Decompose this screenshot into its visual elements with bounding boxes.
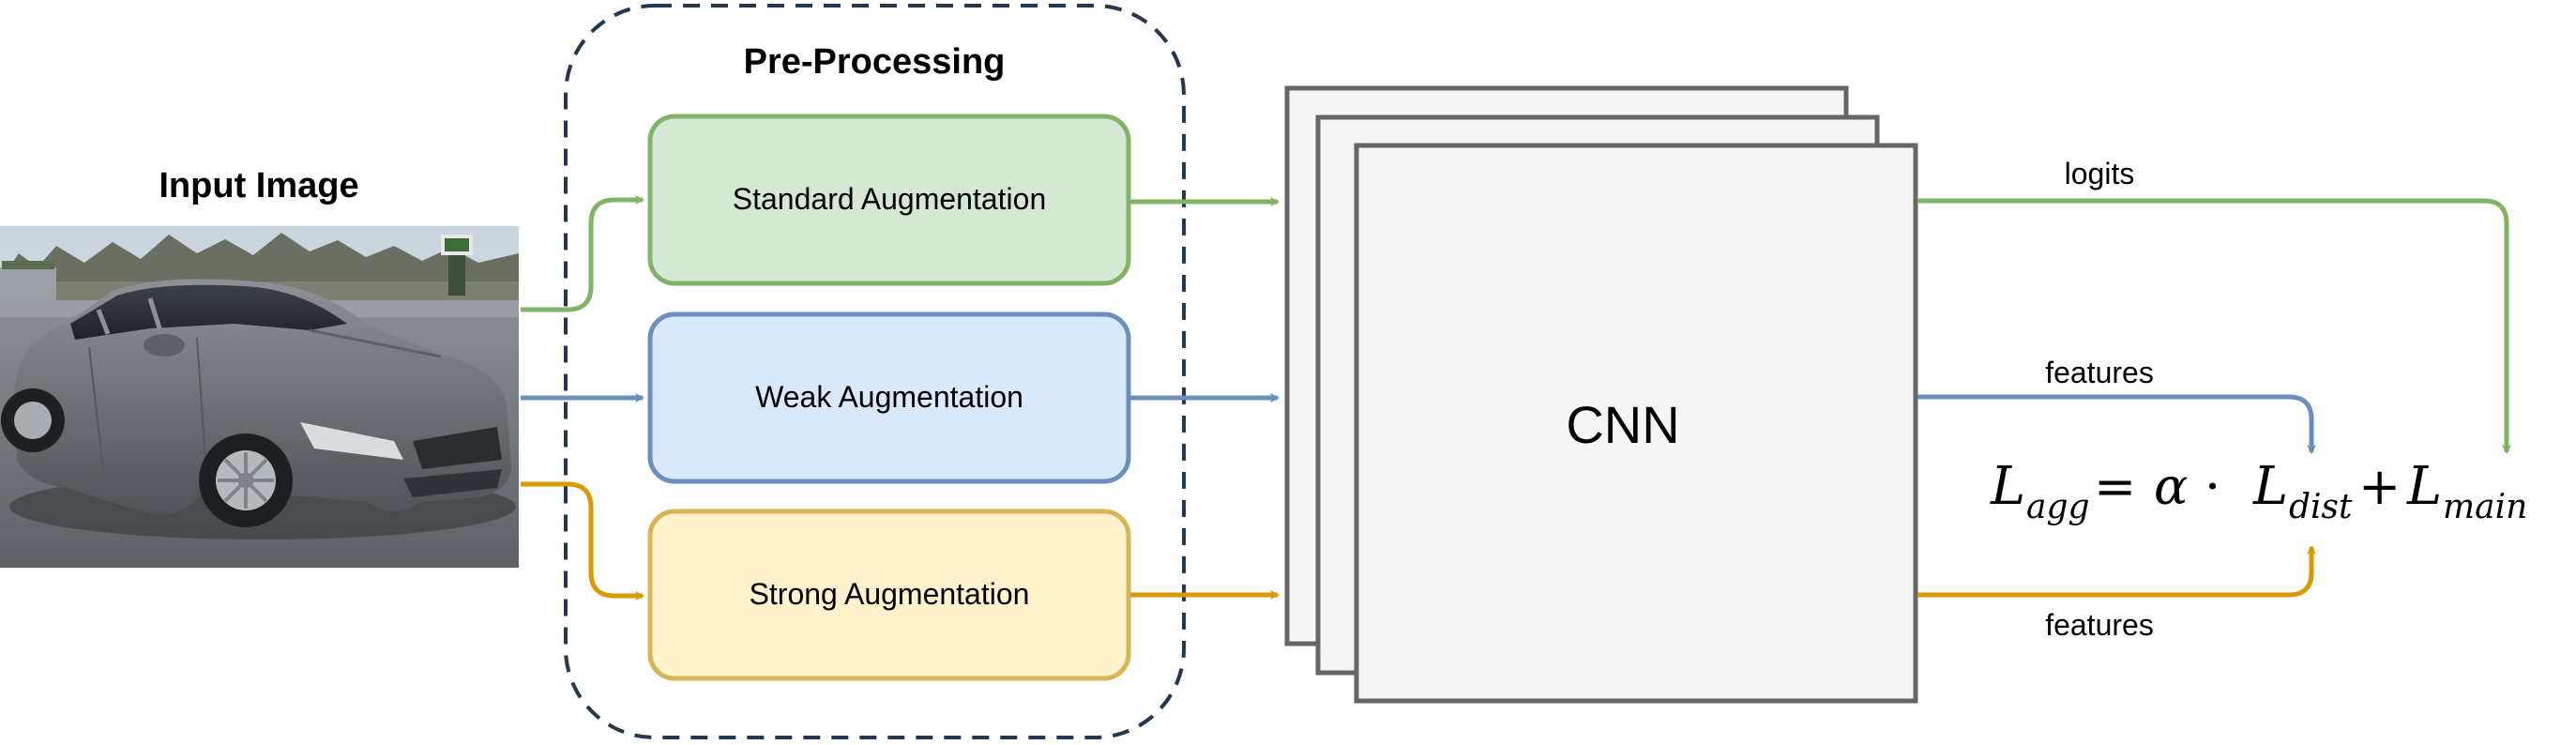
loss-symbol-l-main: L <box>2406 456 2442 517</box>
arrow-features-strong-to-loss <box>1917 545 2316 598</box>
arrow-logits-to-loss <box>1917 198 2511 454</box>
loss-dot: · <box>2205 457 2220 516</box>
standard-augmentation-label: Standard Augmentation <box>733 182 1046 216</box>
weak-augmentation-box: Weak Augmentation <box>647 312 1131 484</box>
input-image-title: Input Image <box>159 166 358 205</box>
car-photo <box>0 226 519 568</box>
arrow-image-to-standard <box>521 195 644 312</box>
logits-label: logits <box>2065 157 2135 190</box>
loss-subscript-dist: dist <box>2289 488 2353 526</box>
loss-subscript-agg: agg <box>2026 488 2090 526</box>
loss-subscript-main: main <box>2443 488 2527 526</box>
loss-formula: L agg = α · L dist + L main <box>1990 456 2527 526</box>
preprocessing-title: Pre-Processing <box>744 42 1006 82</box>
loss-symbol-l-dist: L <box>2252 456 2288 517</box>
strong-augmentation-label: Strong Augmentation <box>750 577 1030 611</box>
loss-equals: = <box>2094 457 2136 516</box>
cnn-label: CNN <box>1566 395 1679 454</box>
cnn-layer-front <box>1354 143 1918 704</box>
strong-augmentation-box: Strong Augmentation <box>647 509 1131 681</box>
arrow-features-weak-to-loss <box>1917 394 2316 454</box>
arrow-image-to-strong <box>521 481 644 601</box>
features-top-label: features <box>2045 356 2154 389</box>
loss-alpha: α <box>2154 457 2188 516</box>
weak-augmentation-label: Weak Augmentation <box>755 380 1023 414</box>
standard-augmentation-box: Standard Augmentation <box>647 114 1131 286</box>
preprocessing-container <box>564 4 1186 739</box>
loss-plus: + <box>2358 457 2401 516</box>
loss-symbol-l-agg: L <box>1990 456 2025 517</box>
cnn-stack: CNN <box>1284 85 1918 704</box>
features-bottom-label: features <box>2045 608 2154 642</box>
